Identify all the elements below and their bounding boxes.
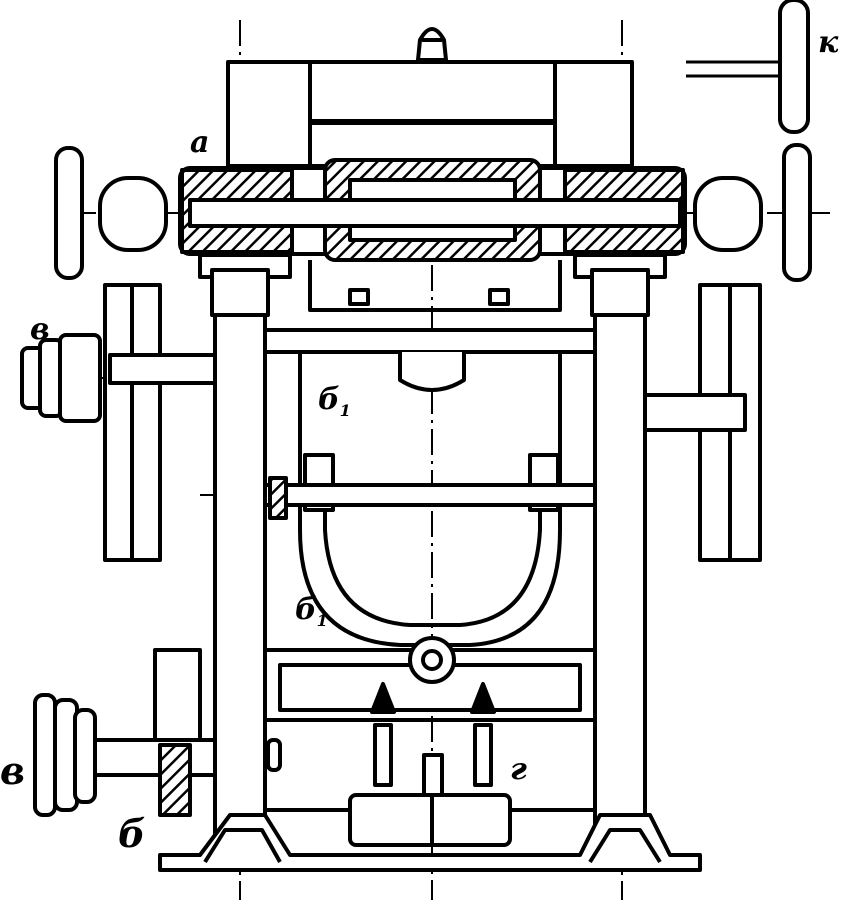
label-b1-upper-sub: 1 [339, 401, 351, 420]
label-b1-lower-sub: 1 [316, 611, 328, 630]
label-k: к [818, 25, 839, 60]
side-pulleys [98, 176, 763, 252]
label-b1-upper: б1 [318, 385, 351, 419]
top-knob [416, 27, 448, 62]
label-a: а [190, 125, 210, 160]
left-mechanism [20, 283, 288, 817]
label-b1-lower: б1 [295, 595, 328, 629]
adjusting-screws [348, 682, 512, 847]
frame [210, 268, 650, 847]
top-block [226, 60, 634, 168]
label-b1-upper-letter: б [318, 382, 340, 417]
base [158, 813, 702, 872]
label-b1-lower-letter: б [295, 592, 317, 627]
label-v-upper: в [30, 312, 50, 347]
label-v-lower: в [0, 748, 25, 793]
label-b: б [118, 811, 146, 856]
roll-housing [178, 158, 687, 312]
label-g: г [510, 752, 527, 787]
right-mechanism [643, 283, 762, 562]
roll-bracket [263, 352, 597, 684]
handles [54, 0, 812, 282]
